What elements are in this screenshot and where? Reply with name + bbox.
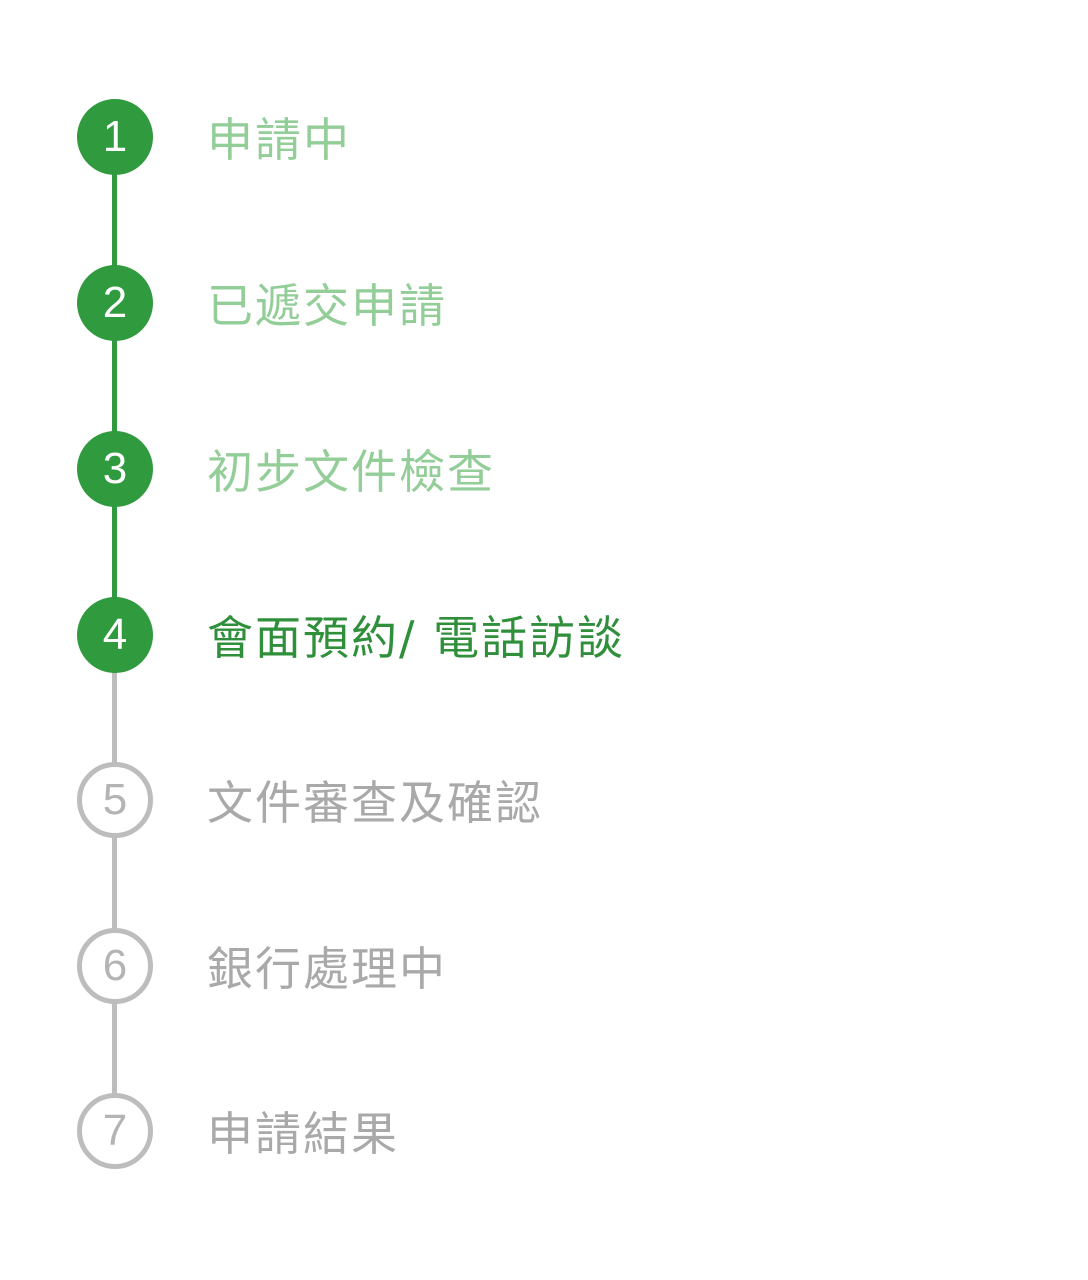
step-6: 6 銀行處理中: [77, 928, 447, 1004]
step-number-badge: 2: [77, 265, 153, 341]
step-1: 1 申請中: [77, 99, 351, 175]
step-number-badge: 1: [77, 99, 153, 175]
step-label: 銀行處理中: [207, 942, 447, 996]
connector-line: [112, 800, 117, 966]
step-number-badge: 3: [77, 431, 153, 507]
step-number-badge: 7: [77, 1093, 153, 1169]
connector-line: [112, 303, 117, 469]
step-label: 申請中: [207, 113, 351, 167]
step-4-current: 4 會面預約/ 電話訪談: [77, 597, 625, 673]
step-label: 文件審查及確認: [207, 776, 543, 830]
step-7: 7 申請結果: [77, 1093, 399, 1169]
connector-line: [112, 469, 117, 635]
step-number-badge: 6: [77, 928, 153, 1004]
connector-line: [112, 137, 117, 303]
step-label: 已遞交申請: [207, 279, 447, 333]
step-3: 3 初步文件檢查: [77, 431, 495, 507]
connector-line: [112, 635, 117, 800]
step-2: 2 已遞交申請: [77, 265, 447, 341]
step-label: 申請結果: [207, 1107, 399, 1161]
step-label: 初步文件檢查: [207, 445, 495, 499]
step-number-badge: 4: [77, 597, 153, 673]
step-label: 會面預約/ 電話訪談: [207, 611, 626, 665]
step-number-badge: 5: [77, 762, 153, 838]
step-5: 5 文件審查及確認: [77, 762, 543, 838]
connector-line: [112, 966, 117, 1131]
